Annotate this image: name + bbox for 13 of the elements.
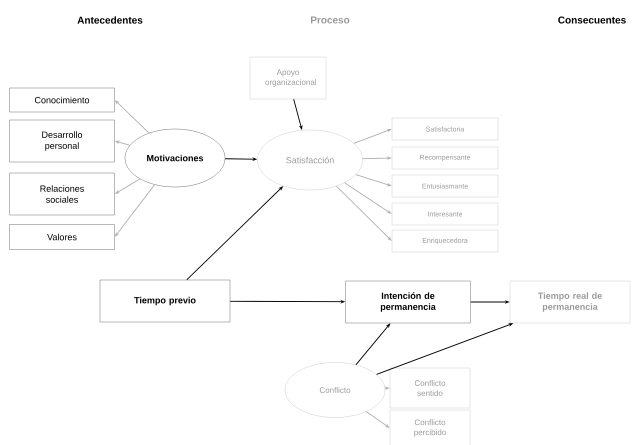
process-box: Tiempo previo	[100, 280, 230, 322]
process-box: Conocimiento	[9, 88, 115, 112]
process-box: Intención de permanencia	[345, 280, 471, 324]
column-heading: Antecedentes	[77, 16, 142, 24]
process-box: Conflicto percibido	[390, 410, 470, 445]
process-box: Relaciones sociales	[9, 172, 115, 216]
process-box: Tiempo real de permanencia	[510, 280, 630, 324]
column-heading: Proceso	[310, 16, 350, 24]
process-box: Desarrollo personal	[9, 120, 115, 162]
process-box: Apoyo organizacional	[250, 56, 326, 100]
column-heading: Consecuentes	[558, 16, 626, 24]
process-box: Valores	[9, 224, 115, 250]
process-box: Conflicto sentido	[390, 368, 470, 408]
